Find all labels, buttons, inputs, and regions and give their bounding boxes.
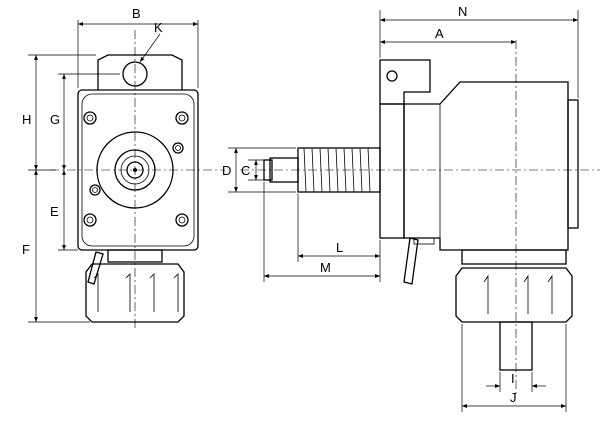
side-nut-slots (483, 274, 553, 314)
label-M: M (320, 260, 331, 275)
side-view (240, 40, 600, 395)
label-N: N (458, 4, 467, 19)
label-H: H (22, 112, 31, 127)
side-nut-ring (461, 249, 567, 265)
label-K: K (154, 20, 163, 35)
nut-ring (107, 249, 163, 263)
side-coolant-pipe (403, 237, 419, 285)
front-dimensions (28, 20, 199, 323)
coolant-pipe (87, 251, 104, 285)
label-B: B (132, 6, 141, 21)
side-clamp-screw (386, 70, 398, 82)
label-I: I (511, 371, 515, 386)
label-C: C (241, 163, 250, 178)
label-F: F (22, 242, 30, 257)
label-E: E (50, 204, 59, 219)
side-cap (567, 99, 579, 229)
flange-plate (379, 103, 405, 239)
screw-holes (83, 111, 189, 227)
front-view (50, 30, 225, 330)
collet-nut (85, 263, 185, 323)
dimension-labels: B K H G E F D C L M N A I J (22, 4, 517, 405)
clamp-block (97, 54, 183, 90)
label-A: A (435, 26, 444, 41)
label-J: J (510, 390, 517, 405)
side-body (403, 81, 569, 251)
label-G: G (50, 112, 60, 127)
nut-slots (93, 273, 179, 312)
side-collet-nut (455, 267, 573, 323)
side-dimensions (228, 10, 579, 412)
label-D: D (222, 163, 231, 178)
side-clamp (379, 59, 431, 105)
pipe-fitting (413, 237, 435, 245)
label-L: L (336, 240, 343, 255)
